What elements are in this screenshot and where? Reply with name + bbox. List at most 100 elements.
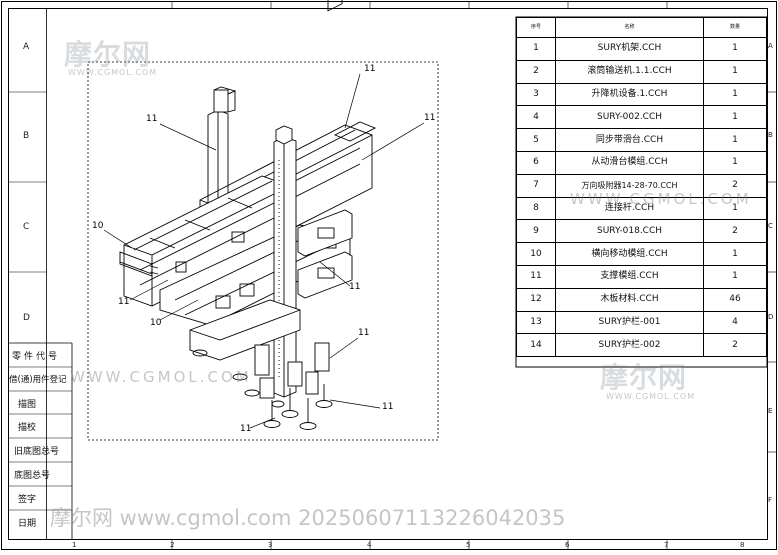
bom-qty: 4 bbox=[703, 310, 767, 335]
bom-name: 支撑模组.CCH bbox=[555, 264, 704, 289]
bom-name: SURY护栏-002 bbox=[555, 333, 704, 358]
zone-label-col-6: 6 bbox=[565, 541, 570, 549]
bom-no: 14 bbox=[516, 333, 556, 358]
callout-label: 11 bbox=[382, 402, 394, 412]
bom-no: 6 bbox=[516, 150, 556, 175]
watermark-site: WWW.CGMOL.COM bbox=[606, 392, 696, 401]
callout-label: 11 bbox=[240, 424, 252, 434]
zone-label-row-a: A bbox=[23, 42, 30, 52]
zone-label-col-7: 7 bbox=[664, 541, 669, 549]
zone-label-col-8: 8 bbox=[740, 541, 745, 549]
left-panel-signature: 签字 bbox=[18, 495, 37, 505]
bom-qty: 1 bbox=[703, 59, 767, 84]
leader-lines bbox=[103, 73, 425, 429]
bom-name: 横向移动模组.CCH bbox=[555, 242, 704, 266]
zone-label-right-c: C bbox=[768, 222, 773, 230]
footer-watermark: 摩尔网 www.cgmol.com 20250607113226042035 bbox=[50, 506, 566, 530]
callout-label: 11 bbox=[146, 114, 158, 124]
watermark-site: WWW.CGMOL.COM bbox=[68, 68, 158, 77]
zone-label-col-3: 3 bbox=[268, 541, 273, 549]
bom-no: 1 bbox=[516, 37, 556, 61]
bom-qty: 1 bbox=[703, 105, 767, 130]
bom-qty: 1 bbox=[703, 150, 767, 175]
bom-name: 滚筒输送机.1.1.CCH bbox=[555, 59, 704, 84]
bom-qty: 2 bbox=[703, 333, 767, 358]
bom-no: 13 bbox=[516, 310, 556, 335]
bom-header-name: 名称 bbox=[555, 17, 704, 38]
zone-label-row-b: B bbox=[23, 131, 30, 141]
bom-qty: 1 bbox=[703, 242, 767, 266]
watermark-site: WWW.CGMOL.COM bbox=[570, 190, 752, 208]
callout-label: 11 bbox=[349, 282, 361, 292]
bom-qty: 1 bbox=[703, 82, 767, 107]
bom-name: SURY-002.CCH bbox=[555, 105, 704, 130]
watermark-logo: 摩尔网 bbox=[600, 361, 688, 394]
bom-no: 4 bbox=[516, 105, 556, 130]
callout-label: 11 bbox=[118, 297, 130, 307]
isometric-assembly bbox=[119, 0, 377, 430]
left-panel-date: 日期 bbox=[18, 519, 37, 529]
left-panel-old-master-no: 旧底图总号 bbox=[14, 447, 60, 457]
left-panel-part-code: 零件代号 bbox=[12, 352, 61, 362]
bom-no: 9 bbox=[516, 219, 556, 244]
zone-label-right-e: E bbox=[768, 407, 773, 415]
bom-name: SURY护栏-001 bbox=[555, 310, 704, 335]
callout-label: 11 bbox=[364, 64, 376, 74]
bom-no: 7 bbox=[516, 173, 556, 198]
bom-no: 12 bbox=[516, 287, 556, 312]
bom-name: SURY机架.CCH bbox=[555, 37, 704, 61]
left-panel-master-no: 底图总号 bbox=[14, 471, 51, 481]
zone-label-right-b: B bbox=[768, 131, 773, 139]
zone-label-col-2: 2 bbox=[170, 541, 175, 549]
bom-qty: 1 bbox=[703, 128, 767, 152]
bom-name: 同步带滑台.CCH bbox=[555, 128, 704, 152]
bom-header-qty: 数量 bbox=[703, 17, 767, 38]
zone-label-right-d: D bbox=[768, 313, 774, 321]
zone-label-col-4: 4 bbox=[367, 541, 372, 549]
zone-label-col-1: 1 bbox=[72, 541, 77, 549]
watermark-logo: 摩尔网 bbox=[64, 38, 152, 71]
bom-qty: 2 bbox=[703, 219, 767, 244]
zone-label-right-a: A bbox=[768, 42, 773, 50]
left-panel-borrowed-register: 借(通)用件登记 bbox=[9, 375, 67, 385]
left-panel-tracing: 描图 bbox=[18, 400, 37, 410]
zone-label-right-f: F bbox=[768, 496, 773, 504]
callout-label: 11 bbox=[424, 113, 436, 123]
callout-label: 10 bbox=[92, 221, 104, 231]
bom-name: 升降机设备.1.CCH bbox=[555, 82, 704, 107]
bom-no: 10 bbox=[516, 242, 556, 266]
bom-no: 2 bbox=[516, 59, 556, 84]
callout-label: 11 bbox=[358, 328, 370, 338]
zone-label-row-d: D bbox=[23, 313, 30, 323]
bom-header-no: 序号 bbox=[516, 17, 556, 38]
bom-qty: 1 bbox=[703, 37, 767, 61]
bom-no: 8 bbox=[516, 196, 556, 221]
bom-qty: 1 bbox=[703, 264, 767, 289]
bom-qty: 46 bbox=[703, 287, 767, 312]
bom-no: 11 bbox=[516, 264, 556, 289]
bom-name: 从动滑台模组.CCH bbox=[555, 150, 704, 175]
zone-label-row-c: C bbox=[23, 222, 30, 232]
bom-no: 3 bbox=[516, 82, 556, 107]
bom-name: 木板材料.CCH bbox=[555, 287, 704, 312]
callout-label: 10 bbox=[150, 318, 162, 328]
zone-label-col-5: 5 bbox=[466, 541, 471, 549]
watermark-site: WWW.CGMOL.COM bbox=[70, 368, 252, 386]
bom-header-row: 序号 名称 数量 bbox=[516, 17, 767, 38]
bom-no: 5 bbox=[516, 128, 556, 152]
bom-name: SURY-018.CCH bbox=[555, 219, 704, 244]
